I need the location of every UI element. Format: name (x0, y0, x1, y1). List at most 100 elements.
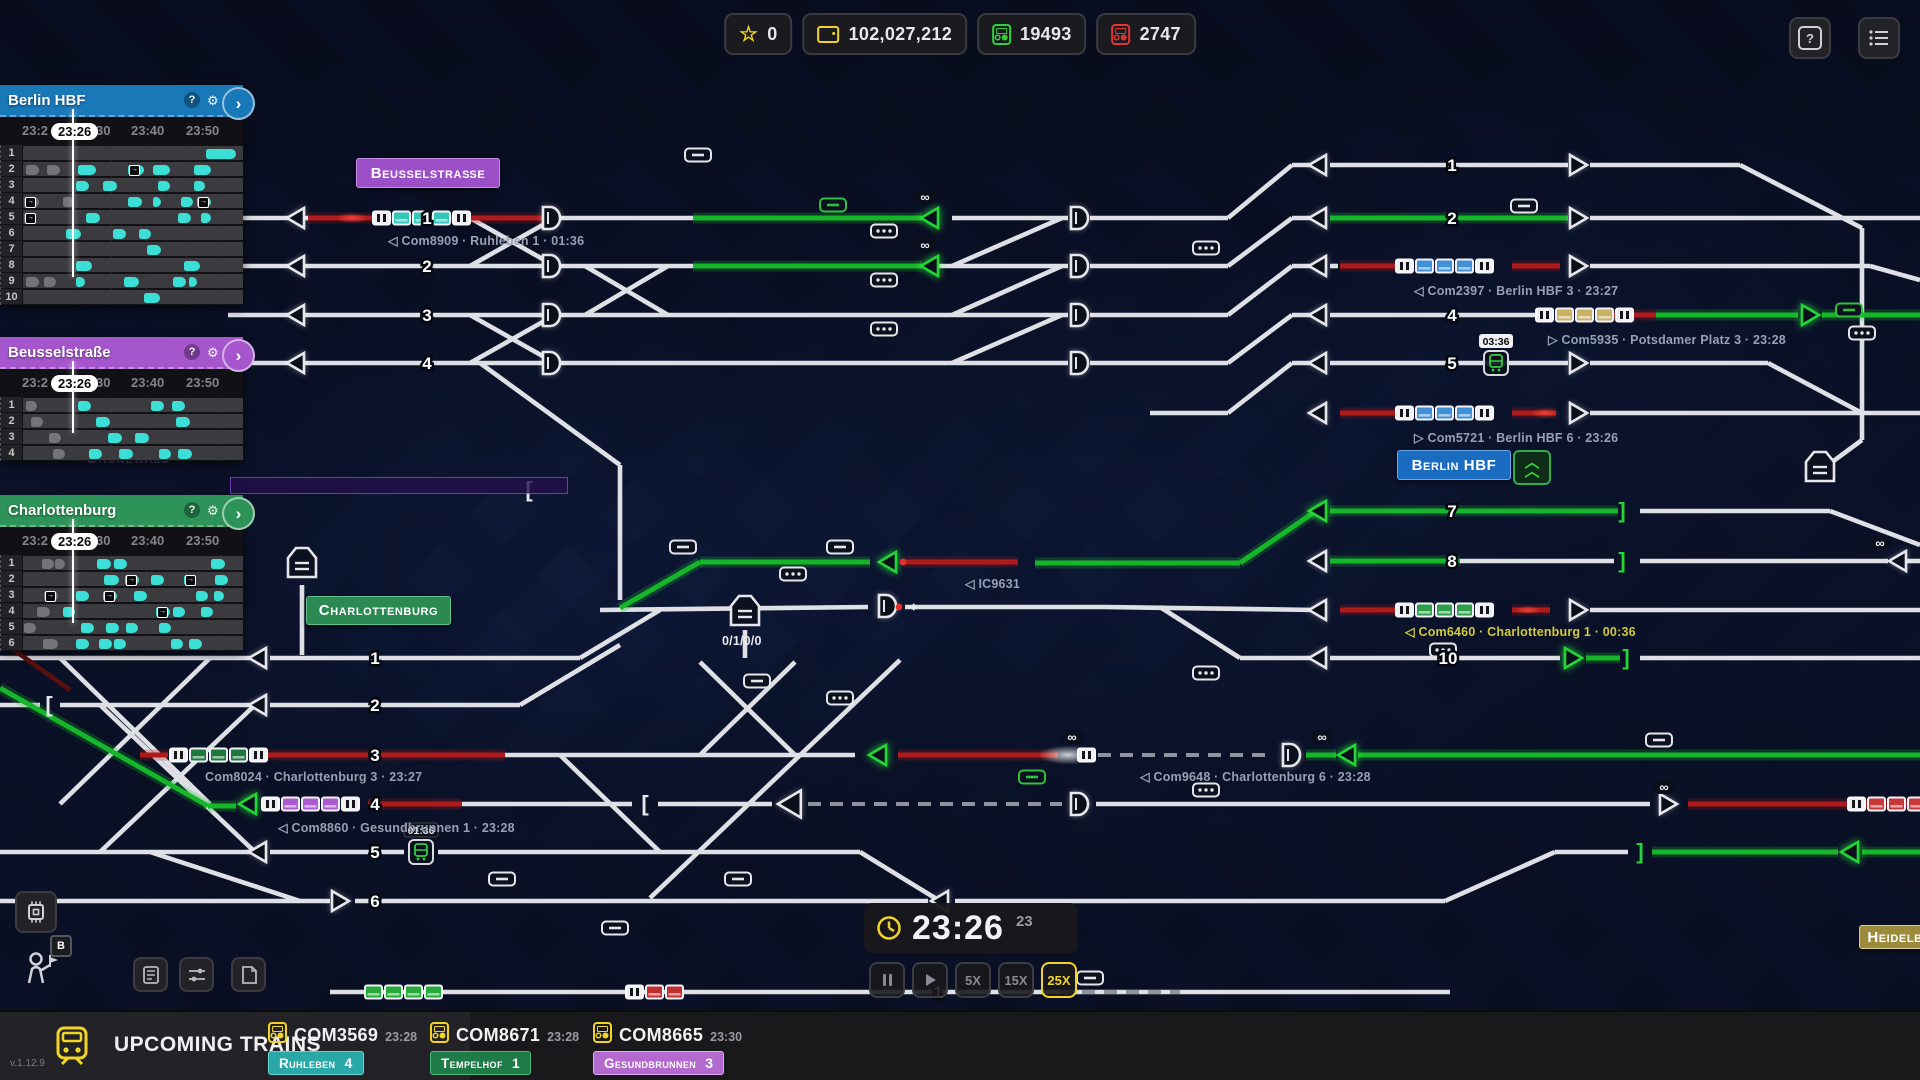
help-button[interactable]: ? (1789, 17, 1831, 59)
schedule-block[interactable] (26, 400, 37, 411)
schedule-block[interactable]: → (184, 574, 196, 586)
play-button[interactable] (912, 962, 948, 998)
timetable-row-3[interactable]: 3 (1, 429, 243, 445)
schedule-block[interactable] (181, 196, 193, 207)
schedule-block[interactable] (126, 622, 138, 633)
schedule-block[interactable] (63, 606, 75, 617)
panel-expand-button[interactable]: › (222, 497, 255, 530)
journal-button[interactable] (133, 957, 168, 992)
contracts-button[interactable] (231, 957, 266, 992)
schedule-block[interactable] (194, 164, 211, 175)
schedule-block[interactable] (178, 212, 191, 223)
schedule-block[interactable] (151, 574, 164, 585)
schedule-block[interactable] (108, 432, 122, 443)
schedule-block[interactable] (63, 196, 74, 207)
schedule-block[interactable] (184, 260, 200, 271)
schedule-block[interactable] (176, 416, 190, 427)
schedule-block[interactable] (89, 448, 102, 459)
schedule-block[interactable] (201, 212, 211, 223)
timetable-row-2[interactable]: 2 (1, 413, 243, 429)
schedule-block[interactable] (76, 180, 89, 191)
schedule-block[interactable] (99, 638, 112, 649)
schedule-block[interactable] (96, 416, 110, 427)
timetable-row-3[interactable]: 3→→ (1, 587, 243, 603)
schedule-block[interactable] (53, 448, 65, 459)
schedule-block[interactable] (189, 276, 197, 287)
schedule-block[interactable] (173, 276, 186, 287)
schedule-block[interactable]: → (156, 606, 170, 618)
schedule-block[interactable] (78, 400, 91, 411)
schedule-block[interactable] (106, 622, 119, 633)
timetable-row-1[interactable]: 1 (1, 145, 243, 161)
timetable-row-4[interactable]: 4 (1, 445, 243, 461)
timetable-row-5[interactable]: 5 (1, 619, 243, 635)
schedule-block[interactable]: → (24, 212, 36, 224)
station-label-berlinhbf[interactable]: Berlin HBF (1397, 450, 1511, 480)
timetable-row-10[interactable]: 10 (1, 289, 243, 305)
panel-help-icon[interactable]: ? (184, 502, 200, 518)
schedule-block[interactable] (194, 180, 205, 191)
schedule-block[interactable] (201, 606, 213, 617)
auto-route-button[interactable]: ︿︿ (1513, 450, 1551, 485)
panel-settings-icon[interactable]: ⚙ (207, 92, 219, 108)
panel-header[interactable]: Berlin HBF?⚙×› (0, 85, 255, 120)
auto-dispatch-button[interactable] (15, 891, 57, 933)
schedule-block[interactable] (147, 244, 161, 255)
schedule-block[interactable]: → (44, 590, 58, 602)
schedule-block[interactable] (171, 638, 183, 649)
schedule-block[interactable] (215, 574, 228, 585)
schedule-block[interactable] (44, 276, 56, 287)
panel-expand-button[interactable]: › (222, 87, 255, 120)
schedule-block[interactable] (135, 432, 149, 443)
schedule-block[interactable] (55, 558, 65, 569)
panel-settings-icon[interactable]: ⚙ (207, 502, 219, 518)
speed-25x-button[interactable]: 25X (1041, 962, 1077, 998)
schedule-block[interactable] (24, 622, 36, 633)
late-pill[interactable]: 2747 (1096, 13, 1196, 55)
schedule-block[interactable] (76, 260, 92, 271)
schedule-block[interactable] (189, 638, 202, 649)
timetable-row-3[interactable]: 3 (1, 177, 243, 193)
panel-header[interactable]: Beusselstraße?⚙×› (0, 337, 255, 372)
filters-button[interactable] (179, 957, 214, 992)
schedule-block[interactable] (134, 590, 147, 601)
schedule-block[interactable] (114, 558, 127, 569)
schedule-block[interactable] (153, 164, 170, 175)
contractor-indicator[interactable]: B (22, 935, 72, 994)
schedule-block[interactable] (76, 638, 89, 649)
schedule-block[interactable] (26, 164, 39, 175)
schedule-block[interactable] (114, 638, 126, 649)
schedule-block[interactable] (119, 448, 133, 459)
schedule-block[interactable] (104, 574, 119, 585)
schedule-block[interactable] (31, 416, 43, 427)
schedule-block[interactable] (37, 606, 50, 617)
schedule-block[interactable] (76, 590, 89, 601)
schedule-block[interactable] (153, 196, 161, 207)
schedule-block[interactable]: → (103, 590, 117, 602)
schedule-block[interactable] (43, 638, 58, 649)
schedule-block[interactable] (26, 276, 39, 287)
schedule-block[interactable] (81, 622, 94, 633)
timetable-row-6[interactable]: 6 (1, 635, 243, 651)
schedule-block[interactable]: → (197, 196, 211, 208)
schedule-block[interactable] (86, 212, 100, 223)
schedule-block[interactable] (158, 180, 170, 191)
score-pill[interactable]: ☆ 0 (724, 13, 793, 55)
schedule-block[interactable] (128, 196, 142, 207)
schedule-block[interactable] (172, 400, 185, 411)
menu-button[interactable] (1858, 17, 1900, 59)
timetable-row-4[interactable]: 4→→ (1, 193, 243, 209)
schedule-block[interactable] (178, 448, 192, 459)
panel-help-icon[interactable]: ? (184, 92, 200, 108)
money-pill[interactable]: 102,027,212 (802, 13, 968, 55)
timetable-row-2[interactable]: 2→→ (1, 571, 243, 587)
schedule-block[interactable] (49, 432, 61, 443)
schedule-block[interactable] (42, 558, 54, 569)
schedule-block[interactable] (78, 164, 96, 175)
